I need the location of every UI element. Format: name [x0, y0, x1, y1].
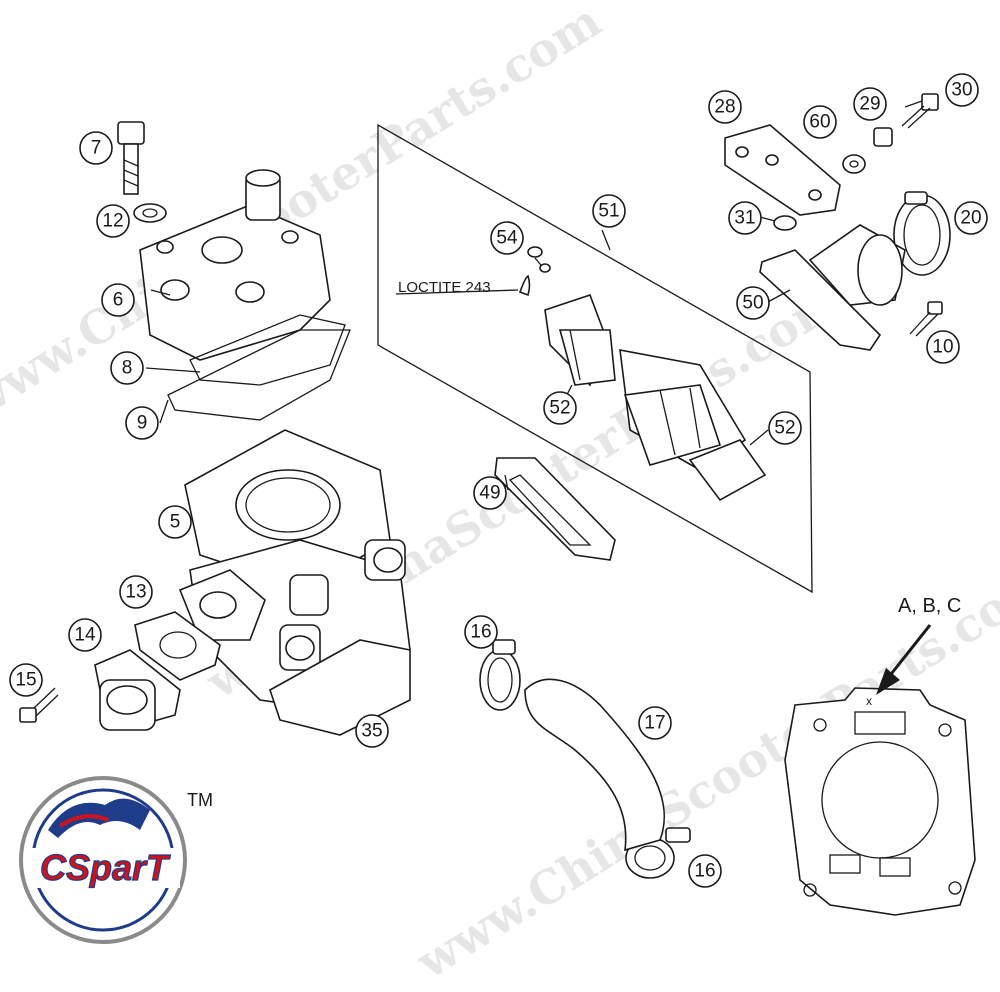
washer-part-31	[773, 215, 797, 231]
callout-8: 8	[110, 351, 144, 385]
screw-part-54	[527, 246, 551, 273]
gasket-part-49	[494, 457, 616, 561]
svg-text:15: 15	[15, 670, 36, 691]
callout-17: 17	[638, 706, 672, 740]
svg-text:12: 12	[102, 211, 123, 232]
svg-text:20: 20	[960, 208, 981, 229]
clamp-part-20	[893, 191, 951, 276]
callout-15: 15	[9, 663, 43, 697]
bolt-part-10	[909, 301, 943, 337]
logo-trademark: TM	[187, 790, 213, 810]
svg-text:16: 16	[470, 622, 491, 643]
callout-14: 14	[68, 618, 102, 652]
callout-12: 12	[96, 204, 130, 238]
callout-9: 9	[125, 406, 159, 440]
svg-text:7: 7	[91, 138, 102, 159]
loctite-drop-icon	[518, 274, 531, 297]
callout-31: 31	[728, 201, 762, 235]
svg-text:17: 17	[644, 713, 665, 734]
gasket-part-9	[167, 329, 351, 421]
washer-part-12	[133, 203, 167, 223]
svg-text:52: 52	[549, 398, 570, 419]
callout-7: 7	[79, 131, 113, 165]
callout-28: 28	[708, 90, 742, 124]
svg-text:51: 51	[598, 201, 619, 222]
callout-50: 50	[736, 286, 770, 320]
hose-part-17	[524, 678, 665, 852]
cylinder-head-part-6	[139, 169, 331, 361]
cspart-logo: CSparT TM	[19, 776, 213, 944]
washer-hole-12	[142, 208, 158, 218]
svg-text:49: 49	[479, 483, 500, 504]
callout-29: 29	[853, 87, 887, 121]
intake-flange-part-14	[94, 649, 181, 731]
oring-part-8	[189, 314, 346, 386]
logo-brand-text: CSparT	[40, 847, 171, 888]
cylinder-part-5	[178, 429, 411, 736]
callout-35: 35	[355, 714, 389, 748]
svg-text:28: 28	[714, 97, 735, 118]
loctite-leader-line	[395, 289, 519, 295]
callout-6: 6	[101, 283, 135, 317]
callout-30: 30	[945, 73, 979, 107]
callout-16a: 16	[464, 615, 498, 649]
watermark-text-1: www.ChinaScooterParts.com	[0, 0, 610, 430]
callout-54: 54	[490, 221, 524, 255]
bracket-plate-part-28	[724, 124, 841, 216]
svg-text:6: 6	[113, 290, 124, 311]
spacer-hole-60	[849, 160, 859, 168]
callout-20: 20	[954, 201, 988, 235]
svg-text:50: 50	[742, 293, 763, 314]
svg-text:52: 52	[774, 418, 795, 439]
callout-10: 10	[926, 330, 960, 364]
svg-text:31: 31	[734, 208, 755, 229]
x-mark: x	[866, 694, 872, 708]
callout-52a: 52	[543, 391, 577, 425]
logo-text-band	[28, 848, 180, 888]
callout-16b: 16	[688, 854, 722, 888]
abc-arrow-head	[876, 668, 900, 695]
svg-text:8: 8	[122, 358, 133, 379]
svg-text:14: 14	[74, 625, 96, 646]
callouts: 7 12 6 8 9 5 13 14 15 35 16 17 16 51 54 …	[9, 73, 988, 888]
svg-text:29: 29	[859, 94, 880, 115]
loctite-label: LOCTITE 243	[398, 279, 491, 296]
svg-text:10: 10	[932, 337, 953, 358]
intake-gasket-hole-13	[159, 631, 197, 659]
logo-swoosh-icon	[58, 814, 109, 828]
svg-text:16: 16	[694, 861, 715, 882]
abc-arrow-shaft	[886, 624, 932, 679]
callout-49: 49	[473, 476, 507, 510]
hose-clamp-part-16a	[479, 639, 521, 711]
svg-text:9: 9	[137, 413, 148, 434]
svg-text:30: 30	[951, 80, 972, 101]
bushing-part-29	[873, 127, 893, 147]
intake-manifold-part-50	[759, 224, 906, 351]
reed-petal-part-52b	[688, 439, 767, 502]
svg-text:54: 54	[496, 228, 518, 249]
callout-52b: 52	[768, 411, 802, 445]
callout-5: 5	[158, 505, 192, 539]
bolt-part-30	[901, 93, 939, 129]
spacer-part-60	[842, 154, 866, 174]
reed-valve-group-box	[377, 123, 813, 594]
callout-13: 13	[119, 575, 153, 609]
bolt-part-7	[117, 121, 145, 195]
reed-block-part	[619, 349, 747, 471]
svg-text:5: 5	[170, 512, 181, 533]
reed-petal-part-52a	[544, 293, 616, 387]
callout-60: 60	[803, 105, 837, 139]
svg-text:13: 13	[125, 582, 146, 603]
abc-label: A, B, C	[898, 595, 961, 617]
svg-text:60: 60	[809, 112, 830, 133]
base-gasket-inset	[784, 687, 976, 916]
svg-text:35: 35	[361, 721, 382, 742]
callout-51: 51	[592, 194, 626, 228]
intake-gasket-part-13	[134, 611, 221, 681]
bolt-part-15	[19, 687, 59, 723]
